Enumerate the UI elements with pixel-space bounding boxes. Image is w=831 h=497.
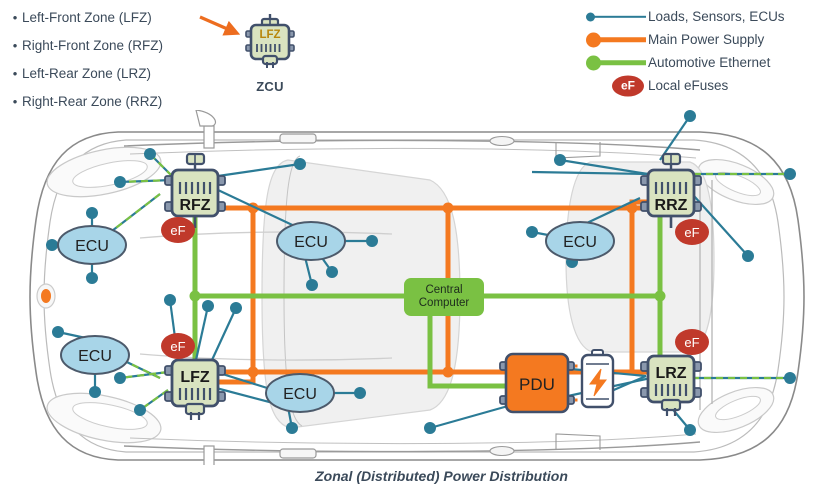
zcu-node-rfz[interactable]: RFZ eF — [161, 152, 226, 243]
central-computer-label-line2: Computer — [419, 297, 470, 309]
central-computer-label-line1: Central — [425, 284, 462, 296]
car-zonal-diagram: ECU ECU ECU ECU ECU Central Computer — [29, 110, 805, 465]
ecu-node[interactable]: ECU — [276, 221, 346, 261]
pdu-label: PDU — [519, 375, 555, 394]
efuse-badge — [675, 219, 709, 245]
zcu-label: RFZ — [179, 197, 210, 214]
zcu-label: RRZ — [655, 197, 688, 214]
battery-icon — [580, 349, 615, 409]
bullet-icon: • — [12, 38, 18, 53]
zone-label: Right-Rear Zone (RRZ) — [22, 94, 163, 109]
efuse-label: eF — [684, 225, 699, 240]
ecu-label: ECU — [78, 348, 112, 365]
legend-swatch: eF — [586, 74, 648, 97]
ecu-node[interactable]: ECU — [60, 335, 130, 375]
efuse-badge — [161, 217, 195, 243]
zcu-label: LRZ — [655, 365, 686, 382]
ecu-label: ECU — [294, 234, 328, 251]
central-computer-node[interactable]: Central Computer — [404, 278, 484, 316]
bullet-icon: • — [12, 10, 18, 25]
zone-label: Left-Rear Zone (LRZ) — [22, 66, 152, 81]
zcu-label: LFZ — [180, 369, 210, 386]
callout-arrow-icon — [199, 15, 241, 36]
zcu-node-lfz[interactable]: LFZ eF — [161, 333, 226, 420]
efuse-label: eF — [170, 339, 185, 354]
legend-item-loads: Loads, Sensors, ECUs — [586, 5, 826, 28]
ecu-node[interactable]: ECU — [265, 373, 335, 413]
ecu-node[interactable]: ECU — [57, 225, 127, 265]
efuse-badge — [161, 333, 195, 359]
zcu-node-lrz[interactable]: LRZ eF — [640, 329, 709, 416]
legend-item-power: Main Power Supply — [586, 28, 826, 51]
legend-swatch — [586, 5, 648, 28]
zone-label: Left-Front Zone (LFZ) — [22, 10, 152, 25]
list-item: • Left-Rear Zone (LRZ) — [8, 64, 248, 83]
legend-label: Automotive Ethernet — [648, 55, 771, 70]
ecu-node[interactable]: ECU — [545, 221, 615, 261]
pdu-node[interactable]: PDU — [499, 352, 575, 414]
legend-item-ethernet: Automotive Ethernet — [586, 51, 826, 74]
zcu-icon: LFZ — [245, 14, 295, 68]
sensor-dots — [46, 110, 796, 436]
zone-label: Right-Front Zone (RFZ) — [22, 38, 164, 53]
efuse-icon: eF — [612, 75, 644, 96]
zcu-chip-label: LFZ — [259, 29, 280, 41]
bullet-icon: • — [12, 94, 18, 109]
efuse-label: eF — [684, 335, 699, 350]
efuse-badge — [675, 329, 709, 355]
bullet-icon: • — [12, 66, 18, 81]
legend-swatch — [586, 51, 648, 74]
ethernet-sensor-overlay — [105, 153, 790, 411]
list-item: • Right-Front Zone (RFZ) — [8, 36, 248, 55]
legend: Loads, Sensors, ECUs Main Power Supply A… — [586, 5, 826, 97]
ecu-label: ECU — [563, 234, 597, 251]
ecu-label: ECU — [283, 386, 317, 403]
legend-label: Local eFuses — [648, 78, 729, 93]
zone-list: • Left-Front Zone (LFZ) • Right-Front Zo… — [8, 8, 248, 120]
legend-label: Main Power Supply — [648, 32, 765, 47]
figure-caption: Zonal (Distributed) Power Distribution — [0, 468, 831, 484]
ecu-label: ECU — [75, 238, 109, 255]
list-item: • Left-Front Zone (LFZ) — [8, 8, 248, 27]
list-item: • Right-Rear Zone (RRZ) — [8, 92, 248, 111]
efuse-label: eF — [170, 223, 185, 238]
zcu-caption: ZCU — [256, 79, 284, 94]
zcu-node-rrz[interactable]: RRZ eF — [640, 152, 709, 245]
legend-item-efuse: eF Local eFuses — [586, 74, 826, 97]
legend-label: Loads, Sensors, ECUs — [648, 9, 785, 24]
figure-caption-text: Zonal (Distributed) Power Distribution — [315, 468, 568, 484]
legend-swatch — [586, 28, 648, 51]
zcu-callout: LFZ ZCU — [232, 12, 308, 94]
